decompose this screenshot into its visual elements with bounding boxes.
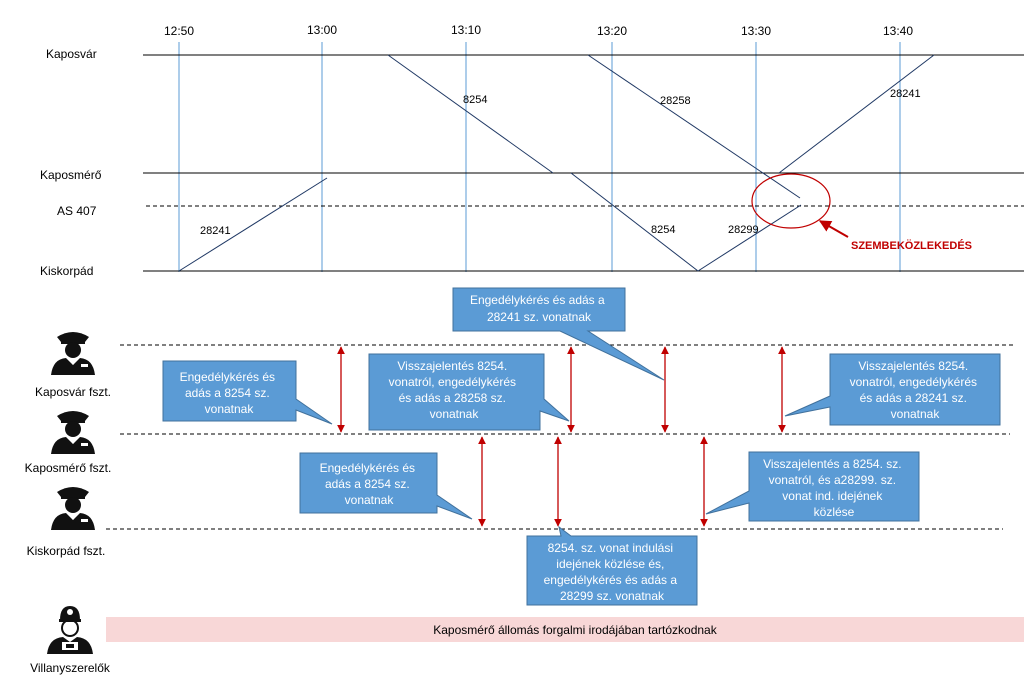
dispatcher-kiskorpad: Kiskorpád fszt. <box>27 487 106 558</box>
dispatcher-label: Kiskorpád fszt. <box>27 544 106 558</box>
time-label: 13:00 <box>307 23 337 37</box>
electricians-label: Villanyszerelők <box>30 661 111 675</box>
callout-texts: Engedélykérés és adás a 28241 sz. vonatn… <box>180 293 981 603</box>
time-gridlines <box>178 42 901 272</box>
conflict-arrow <box>818 220 849 238</box>
callout-line: Engedélykérés és <box>320 461 415 475</box>
callout-line: vonatról, engedélykérés <box>850 375 977 389</box>
dispatcher-person-icon <box>51 411 95 454</box>
electricians: Villanyszerelők <box>30 606 111 675</box>
callout-line: vonatnak <box>891 407 941 421</box>
callout-line: közlése <box>814 505 855 519</box>
station-label-as407: AS 407 <box>57 204 97 218</box>
callout-box <box>368 353 570 431</box>
train-label: 28241 <box>890 88 921 100</box>
callouts <box>162 287 1001 606</box>
time-label: 12:50 <box>164 24 194 38</box>
train-path-28241-lower <box>178 177 328 272</box>
callout-box <box>784 353 1001 426</box>
callout-line: Visszajelentés a 8254. sz. <box>763 457 902 471</box>
train-label: 28241 <box>200 225 231 237</box>
callout-line: adás a 8254 sz. <box>185 386 270 400</box>
callout-line: és adás a 28241 sz. <box>860 391 967 405</box>
callout-text: Engedélykérés és adás a 28241 sz. vonatn… <box>470 293 608 324</box>
time-label: 13:10 <box>451 23 481 37</box>
time-axis: 12:50 13:00 13:10 13:20 13:30 13:40 <box>164 23 913 38</box>
train-path-28241-upper <box>778 54 935 174</box>
callout-line: engedélykérés és adás a <box>544 573 678 587</box>
callout-line: Engedélykérés és adás a <box>470 293 605 307</box>
station-lines <box>143 54 1024 272</box>
dispatcher-lines <box>106 344 1015 530</box>
train-path-28258 <box>587 54 801 199</box>
time-label: 13:30 <box>741 24 771 38</box>
train-label: 8254 <box>651 224 675 236</box>
callout-box <box>705 451 920 522</box>
station-label-kaposvar: Kaposvár <box>46 47 97 61</box>
callout-line: vonatról, és a28299. sz. <box>769 473 896 487</box>
callout-line: vonatnak <box>205 402 255 416</box>
electrician-icon <box>47 606 93 654</box>
dispatcher-person-icon <box>51 487 95 530</box>
train-path-28299 <box>697 204 802 272</box>
communication-arrows <box>337 346 786 527</box>
callout-box <box>526 525 698 606</box>
station-labels: Kaposvár Kaposmérő AS 407 Kiskorpád <box>40 47 102 278</box>
callout-line: 8254. sz. vonat indulási <box>548 541 673 555</box>
callout-text: Visszajelentés 8254. vonatról, engedélyk… <box>389 359 520 421</box>
callout-line: 28241 sz. vonatnak <box>487 310 592 324</box>
callout-line: és adás a 28258 sz. <box>399 391 506 405</box>
train-path-8254-upper <box>387 54 554 174</box>
station-label-kaposmero: Kaposmérő <box>40 168 102 182</box>
callout-line: vonat ind. idejének <box>782 489 883 503</box>
callout-text: Engedélykérés és adás a 8254 sz. vonatna… <box>180 370 279 416</box>
footer-bar-text: Kaposmérő állomás forgalmi irodájában ta… <box>433 623 717 637</box>
train-path-8254-lower <box>570 172 699 272</box>
train-label: 28299 <box>728 224 759 236</box>
callout-line: idejének közlése és, <box>556 557 664 571</box>
dispatcher-label: Kaposvár fszt. <box>35 385 111 399</box>
time-label: 13:40 <box>883 24 913 38</box>
footer-bar <box>106 617 1024 642</box>
callout-line: Engedélykérés és <box>180 370 275 384</box>
callout-line: Visszajelentés 8254. <box>858 359 968 373</box>
callout-line: Visszajelentés 8254. <box>397 359 507 373</box>
callout-text: Engedélykérés és adás a 8254 sz. vonatna… <box>320 461 419 507</box>
station-label-kiskorpad: Kiskorpád <box>40 264 93 278</box>
callout-line: vonatnak <box>345 493 395 507</box>
dispatcher-label: Kaposmérő fszt. <box>25 461 112 475</box>
callout-box <box>452 287 665 381</box>
callout-box <box>162 360 333 425</box>
train-label: 8254 <box>463 94 487 106</box>
dispatcher-kaposvar: Kaposvár fszt. <box>35 332 111 399</box>
callout-line: adás a 8254 sz. <box>325 477 410 491</box>
dispatcher-person-icon <box>51 332 95 375</box>
dispatcher-kaposmero: Kaposmérő fszt. <box>25 411 112 475</box>
callout-line: 28299 sz. vonatnak <box>560 589 665 603</box>
train-paths <box>178 54 935 272</box>
callout-text: Visszajelentés a 8254. sz. vonatról, és … <box>763 457 905 519</box>
train-labels: 8254 28258 28241 28241 8254 28299 <box>200 88 921 237</box>
time-label: 13:20 <box>597 24 627 38</box>
conflict-label: SZEMBEKÖZLEKEDÉS <box>851 239 972 252</box>
callout-line: vonatnak <box>430 407 480 421</box>
callout-line: vonatról, engedélykérés <box>389 375 516 389</box>
train-label: 28258 <box>660 95 691 107</box>
callout-text: Visszajelentés 8254. vonatról, engedélyk… <box>850 359 981 421</box>
conflict-circle <box>751 173 831 229</box>
callout-text: 8254. sz. vonat indulási idejének közlés… <box>544 541 681 603</box>
callout-box <box>299 452 473 520</box>
